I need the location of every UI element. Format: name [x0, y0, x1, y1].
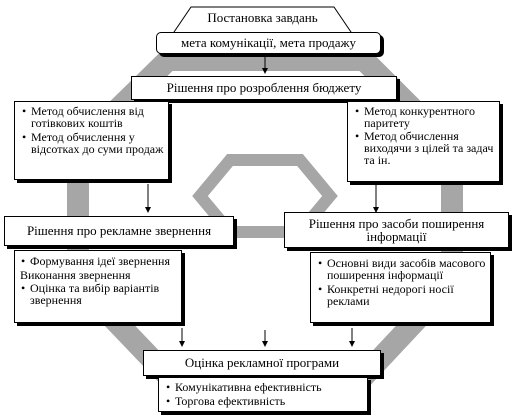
media-items: Основні види засобів масового поширення …: [310, 252, 491, 323]
list-item: Комунікативна ефективність: [165, 381, 363, 393]
list-item: Метод обчислення від готівкових коштів: [21, 105, 164, 129]
budget-decision-title: Рішення про розроблення бюджету: [131, 76, 397, 100]
appeal-decision-title: Рішення про рекламне звернення: [4, 216, 234, 246]
list-item: Оцінка та вибір варіантів звернення: [20, 282, 177, 306]
list-item: Метод обчислення виходячи з цілей та зад…: [354, 130, 495, 166]
task-setting-subtitle: мета комунікації, мета продажу: [156, 32, 381, 54]
budget-left-methods: Метод обчислення від готівкових коштів М…: [14, 101, 169, 180]
list-item: Метод конкурентного паритету: [354, 105, 495, 129]
appeal-items: Формування ідеї звернення Виконання звер…: [14, 250, 182, 323]
list-item: Конкретні недорогі носії реклами: [317, 283, 486, 307]
list-item: Виконання звернення: [20, 268, 131, 282]
list-item: Основні види засобів масового поширення …: [317, 257, 486, 281]
evaluation-items: Комунікативна ефективність Торгова ефект…: [158, 377, 368, 412]
list-item: Формування ідеї звернення: [20, 255, 177, 267]
media-decision-title: Рішення про засоби поширення інформації: [284, 212, 509, 248]
evaluation-title: Оцінка рекламної програми: [143, 350, 381, 376]
budget-right-methods: Метод конкурентного паритету Метод обчис…: [347, 101, 500, 182]
task-setting-title: Постановка завдань: [207, 10, 318, 25]
list-item: Метод обчислення у відсотках до суми про…: [21, 131, 164, 155]
list-item: Торгова ефективність: [165, 395, 363, 407]
